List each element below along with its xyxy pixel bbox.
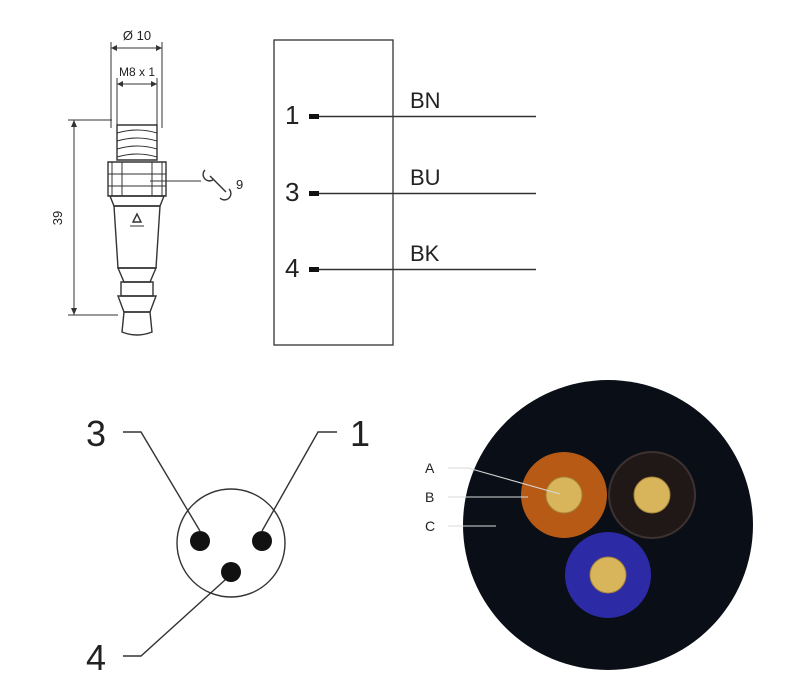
pin-number-1: 1 [285, 100, 299, 130]
wrench-size-label: 9 [236, 177, 243, 192]
wire-row-3: 3 BU [285, 165, 536, 207]
wire-color-2: BU [410, 165, 441, 190]
connector-body [107, 124, 167, 336]
wire-row-4: 4 BK [285, 241, 536, 283]
blue-core-conductor [589, 556, 627, 594]
pin-marker [309, 267, 319, 272]
black-core-conductor [633, 476, 671, 514]
wire-color-3: BK [410, 241, 440, 266]
pin-1-leader [261, 431, 337, 532]
connector-box [273, 39, 394, 346]
pin-4-leader [123, 579, 226, 657]
cable-jacket [463, 380, 753, 670]
pin-face-outline [176, 488, 286, 598]
diameter-label: Ø 10 [123, 28, 151, 43]
pin-4-contact [221, 562, 241, 582]
cable-label-c: C [425, 518, 435, 534]
wire-row-1: 1 BN [285, 88, 536, 130]
wrench-icon [202, 169, 232, 201]
pin-face-view: 3 1 4 [86, 413, 370, 678]
wiring-diagram: 1 BN 3 BU 4 BK [273, 39, 536, 346]
cable-label-b: B [425, 489, 434, 505]
pin-marker [309, 114, 319, 119]
pin-number-4: 4 [285, 253, 299, 283]
pin-marker [309, 191, 319, 196]
brown-core-conductor [545, 476, 583, 514]
pin-face-label-3: 3 [86, 413, 106, 454]
label-a-leader [448, 467, 561, 495]
pin-face-label-1: 1 [350, 413, 370, 454]
length-label: 39 [50, 211, 65, 225]
pin-3-leader [123, 431, 201, 532]
thread-label: M8 x 1 [119, 65, 155, 79]
pin-number-3: 3 [285, 177, 299, 207]
cable-cross-section: A B C [425, 380, 753, 670]
pin-1-contact [252, 531, 272, 551]
wire-color-1: BN [410, 88, 441, 113]
pin-3-contact [190, 531, 210, 551]
cable-label-a: A [425, 460, 435, 476]
connector-side-view: Ø 10 M8 x 1 39 [50, 28, 243, 336]
pin-face-label-4: 4 [86, 637, 106, 678]
